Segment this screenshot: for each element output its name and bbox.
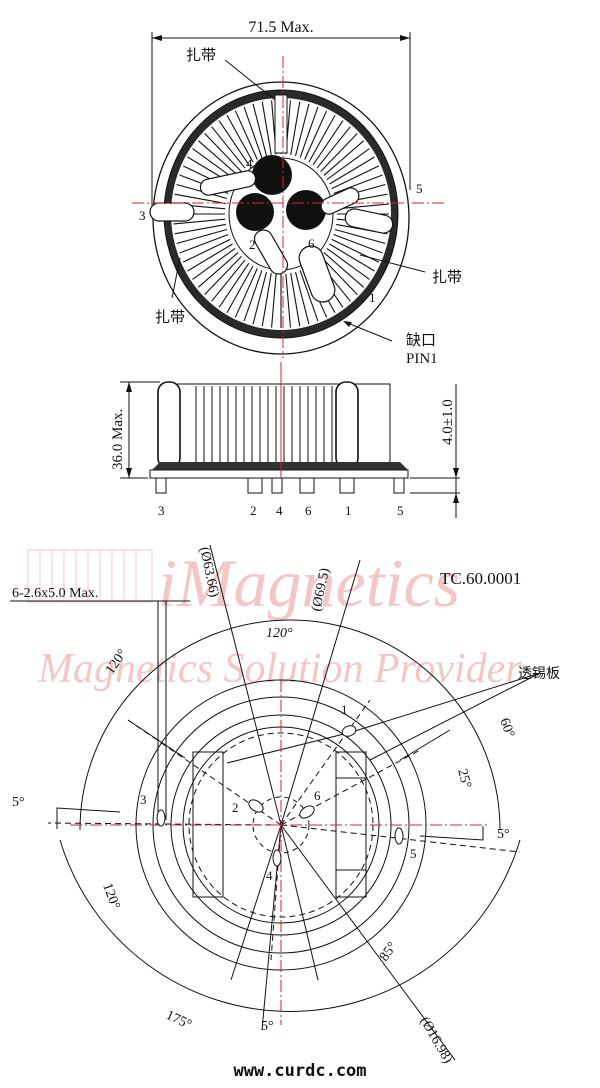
angle-120-top: 120° bbox=[266, 626, 293, 641]
tie-label-left: 扎带 bbox=[155, 309, 185, 326]
notch-label: 缺口 bbox=[406, 332, 436, 349]
pin-label-1: 1 bbox=[369, 290, 376, 305]
angle-85: 85° bbox=[377, 940, 401, 965]
pin-label-3: 3 bbox=[139, 208, 146, 223]
side-view: 36.0 Max. 4.0±1.0 3 2 4 6 1 5 bbox=[110, 362, 460, 518]
side-pin-4: 4 bbox=[276, 503, 283, 518]
side-pin-5: 5 bbox=[397, 503, 404, 518]
tie-label-right: 扎带 bbox=[432, 269, 462, 286]
watermark: iMagnetics Magnetics Solution Provider bbox=[27, 545, 522, 692]
fp-pin-3: 3 bbox=[140, 792, 147, 807]
footprint-view bbox=[10, 544, 541, 1061]
fp-pin-6: 6 bbox=[314, 788, 321, 803]
side-pin-3: 3 bbox=[158, 503, 165, 518]
fp-pin-2: 2 bbox=[232, 800, 239, 815]
side-pin-1: 1 bbox=[345, 503, 352, 518]
fp-pin-1: 1 bbox=[341, 702, 348, 717]
angle-25: 25° bbox=[454, 767, 474, 790]
angle-5-bottom: 5° bbox=[261, 1019, 274, 1034]
height-dimension: 36.0 Max. bbox=[110, 409, 126, 470]
board-label: 透锡板 bbox=[518, 666, 560, 682]
footer-url: www.curdc.com bbox=[233, 1061, 366, 1081]
angle-5-left: 5° bbox=[12, 795, 25, 810]
pin1-label: PIN1 bbox=[406, 351, 438, 367]
part-number: TC.60.0001 bbox=[440, 569, 521, 588]
tie-label-top: 扎带 bbox=[186, 47, 216, 64]
side-pin-2: 2 bbox=[250, 503, 257, 518]
fp-pin-4: 4 bbox=[266, 868, 273, 883]
angle-175: 175° bbox=[163, 1008, 193, 1033]
watermark-brand: iMagnetics bbox=[158, 545, 460, 621]
slot-dimension: 6-2.6x5.0 Max. bbox=[12, 586, 98, 601]
width-dimension: 71.5 Max. bbox=[248, 19, 313, 36]
pin-length-dimension: 4.0±1.0 bbox=[440, 399, 456, 445]
side-pin-6: 6 bbox=[305, 503, 312, 518]
pin-label-6: 6 bbox=[308, 236, 315, 251]
pin-label-4: 4 bbox=[246, 156, 253, 171]
angle-5-right: 5° bbox=[497, 827, 510, 842]
pin-label-5: 5 bbox=[416, 181, 423, 196]
angle-60: 60° bbox=[496, 716, 517, 740]
top-view: 71.5 Max. 4 3 2 6 bbox=[132, 19, 462, 367]
diameter-16-98: (Ø16.98) bbox=[417, 1015, 456, 1067]
angle-120-lower-left: 120° bbox=[99, 881, 122, 911]
footprint-labels: TC.60.0001 6-2.6x5.0 Max. (Ø63.66) (Ø69.… bbox=[12, 546, 560, 1067]
pin-label-2: 2 bbox=[249, 237, 256, 252]
fp-pin-5: 5 bbox=[410, 846, 417, 861]
